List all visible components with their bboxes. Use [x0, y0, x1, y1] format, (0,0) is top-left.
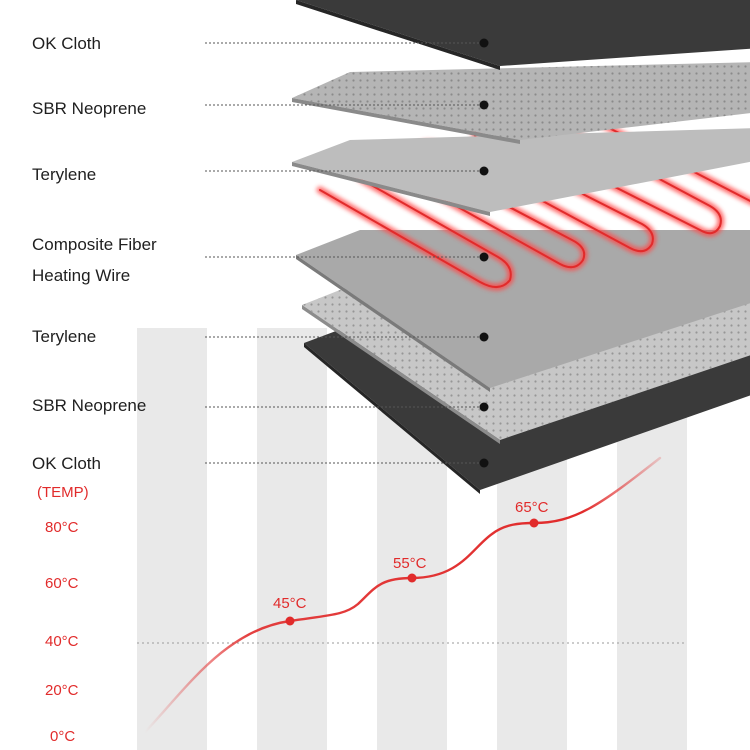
chart-band [257, 328, 327, 750]
layer-ok-cloth-top [296, 0, 750, 66]
layer-label-ok-cloth-bottom: OK Cloth [32, 454, 101, 473]
chart-band [137, 328, 207, 750]
y-tick-label: 80°C [45, 519, 79, 536]
point-label-65: 65°C [515, 499, 549, 516]
layer-label-terylene-top: Terylene [32, 165, 97, 184]
layer-terylene-bottom [296, 230, 750, 388]
layer-stack [292, 0, 750, 494]
leader-marker [479, 458, 489, 468]
leader-lines [205, 42, 484, 464]
leader-marker [479, 100, 489, 110]
y-axis-unit-label: (TEMP) [37, 484, 89, 501]
point-label-45: 45°C [273, 595, 307, 612]
y-tick-label: 40°C [45, 633, 79, 650]
leader-marker [479, 38, 489, 48]
leader-marker [479, 252, 489, 262]
layer-label-sbr-neoprene-bottom: SBR Neoprene [32, 396, 147, 415]
y-tick-label: 0°C [50, 728, 76, 745]
temperature-point [407, 573, 417, 583]
layer-label-ok-cloth-top: OK Cloth [32, 34, 101, 53]
leader-markers [479, 38, 489, 468]
y-tick-label: 20°C [45, 682, 79, 699]
layer-terylene-top [292, 128, 750, 212]
point-label-55: 55°C [393, 555, 427, 572]
y-tick-label: 60°C [45, 575, 79, 592]
layer-label-sbr-neoprene-top: SBR Neoprene [32, 99, 147, 118]
leader-marker [479, 166, 489, 176]
layer-label-composite-fiber: Composite Fiber [32, 235, 157, 254]
layer-label-terylene-bottom: Terylene [32, 327, 97, 346]
leader-marker [479, 332, 489, 342]
chart-points [285, 518, 539, 626]
leader-marker [479, 402, 489, 412]
temperature-point [529, 518, 539, 528]
layer-label-heating-wire: Heating Wire [32, 266, 131, 285]
temperature-point [285, 616, 295, 626]
